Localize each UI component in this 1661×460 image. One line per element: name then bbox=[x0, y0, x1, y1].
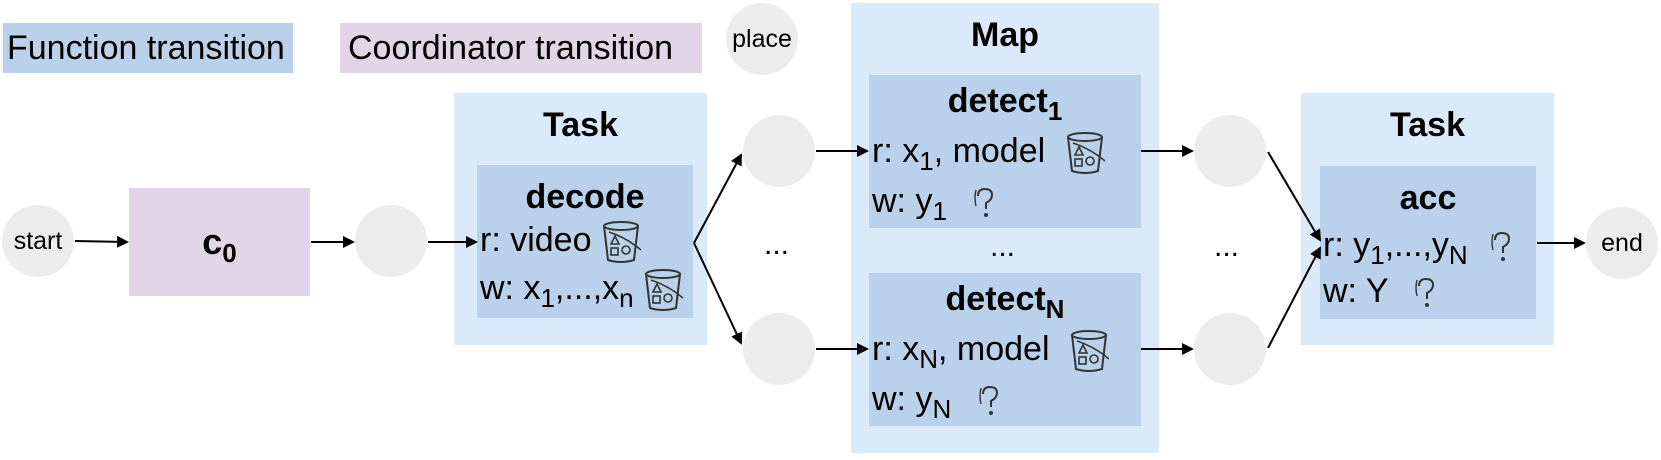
legend-coordinator-transition: Coordinator transition bbox=[340, 23, 702, 73]
bucket-icon bbox=[645, 269, 684, 312]
acc-read-line: r: y1,...,yN bbox=[1323, 225, 1517, 268]
detect-1-title: detect1 bbox=[947, 82, 1063, 126]
coordinator-transition-c0: c0 bbox=[129, 188, 310, 296]
place-bottom-after-map bbox=[1194, 313, 1266, 385]
detect-1-write-line: w: y1 bbox=[872, 181, 1000, 224]
task-decode-title: Task bbox=[543, 106, 618, 144]
question-icon bbox=[1491, 232, 1511, 262]
start-place: start bbox=[2, 205, 74, 277]
legend-place-label: place bbox=[732, 24, 792, 53]
map-title: Map bbox=[971, 16, 1039, 54]
place-bottom-after-decode bbox=[743, 313, 815, 385]
ellipsis-map: ... bbox=[990, 230, 1016, 263]
acc-write-line: w: Y bbox=[1323, 271, 1441, 311]
coordinator-label: c0 bbox=[202, 221, 237, 268]
arrow-start-to-c0 bbox=[74, 235, 129, 248]
question-icon bbox=[974, 188, 994, 218]
decode-write-line: w: x1,...,xn bbox=[480, 268, 684, 312]
place-after-c0 bbox=[355, 205, 427, 277]
detect-n-title: detectN bbox=[945, 280, 1065, 324]
detect-n-read-line: r: xN, model bbox=[872, 329, 1109, 373]
end-place: end bbox=[1586, 207, 1658, 279]
question-icon bbox=[978, 386, 998, 416]
detect-1-read-line: r: x1, model bbox=[872, 131, 1105, 175]
legend-function-transition: Function transition bbox=[3, 23, 293, 73]
ellipsis-right: ... bbox=[1214, 230, 1240, 263]
function-detect-1 bbox=[869, 75, 1141, 228]
legend-coordinator-label: Coordinator transition bbox=[348, 29, 674, 67]
bucket-icon bbox=[602, 221, 641, 264]
decode-read-line: r: video bbox=[480, 220, 641, 264]
start-label: start bbox=[13, 226, 63, 255]
legend-function-label: Function transition bbox=[7, 29, 285, 67]
function-decode-title: decode bbox=[525, 178, 645, 216]
bucket-icon bbox=[1070, 330, 1109, 373]
detect-n-write-line: w: yN bbox=[872, 379, 1005, 422]
end-label: end bbox=[1601, 228, 1643, 257]
question-icon bbox=[1415, 278, 1435, 308]
function-acc-title: acc bbox=[1399, 179, 1457, 217]
legend-place: place bbox=[726, 3, 798, 75]
bucket-icon bbox=[1066, 132, 1105, 175]
place-top-after-decode bbox=[743, 115, 815, 187]
task-acc-title: Task bbox=[1390, 106, 1465, 144]
place-top-after-map bbox=[1194, 115, 1266, 187]
ellipsis-left: ... bbox=[764, 228, 790, 261]
